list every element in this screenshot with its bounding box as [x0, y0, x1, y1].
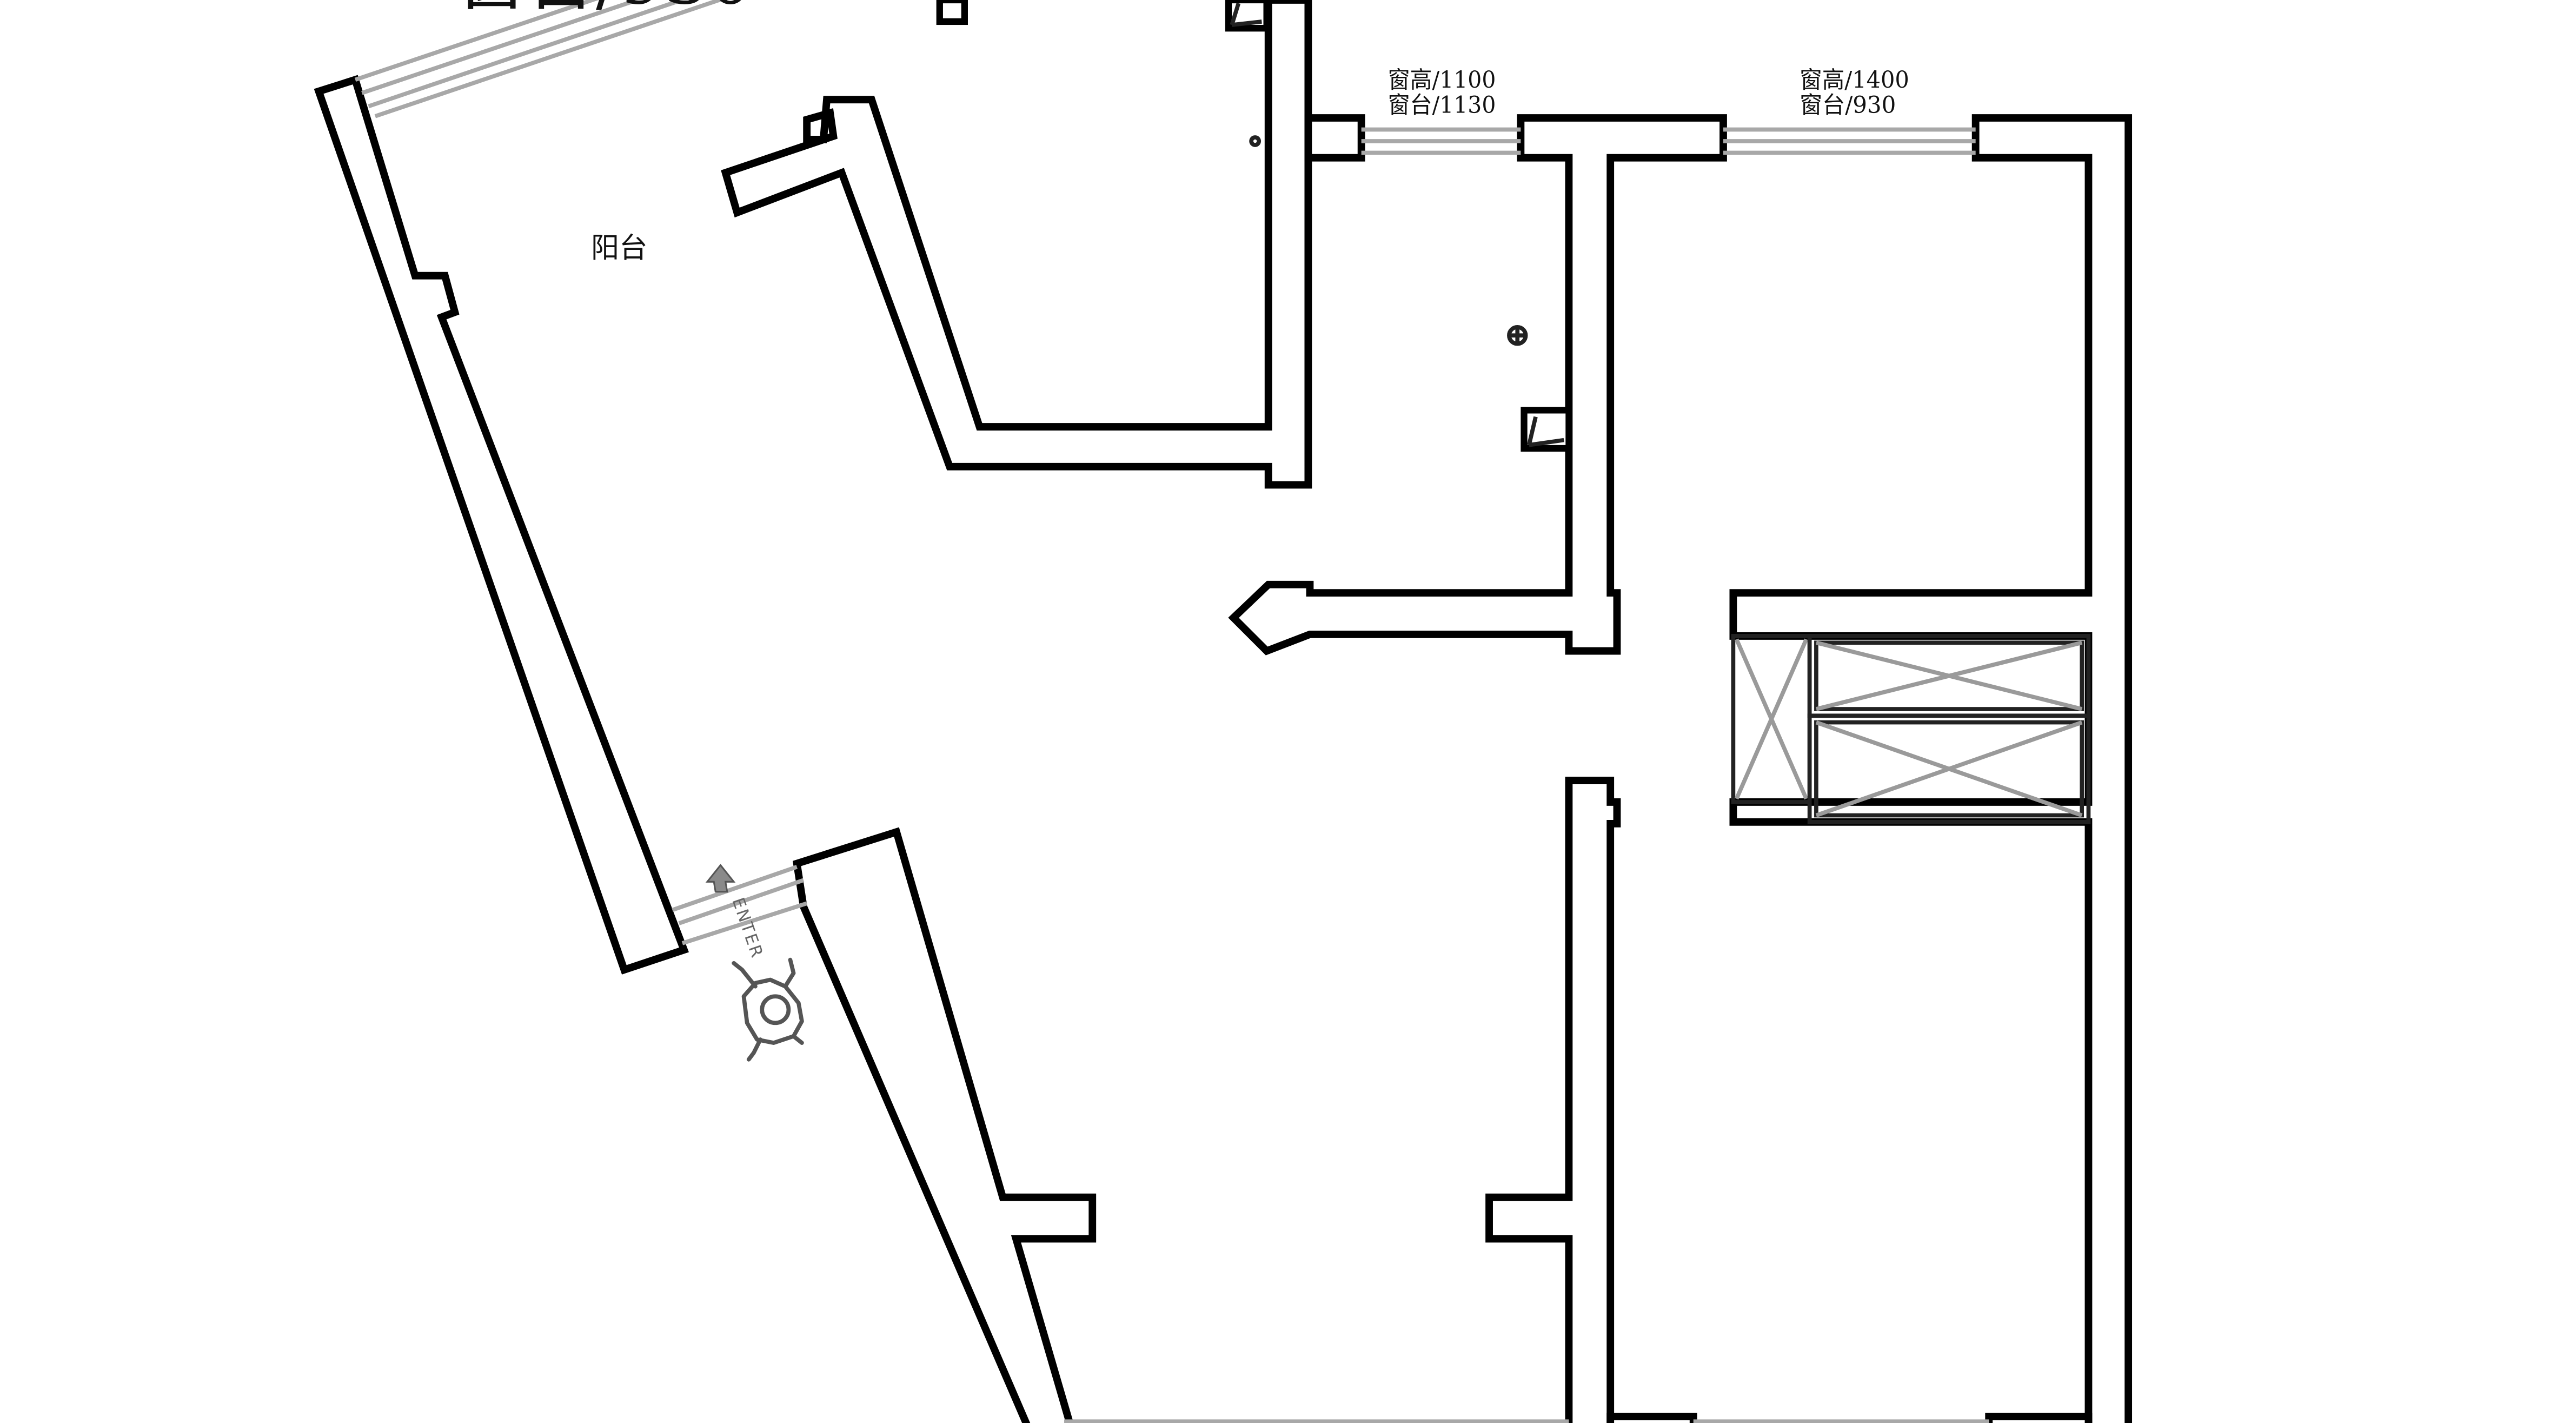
- south-wall-bedroom-right-end: [1985, 1413, 2093, 1423]
- window-sill-note-middle: 窗台/1130: [1388, 92, 1496, 119]
- wardrobe: [1731, 634, 2091, 824]
- pipe-shaft: [1521, 407, 1572, 452]
- entry-corridor-east-wall: [793, 827, 1097, 1423]
- column-stub: [936, 0, 968, 25]
- entry-door-opening: [672, 865, 808, 945]
- outlet-dot: [1249, 135, 1262, 147]
- north-wall-left-segment: [1304, 114, 1365, 162]
- window-middle: [1361, 127, 1521, 155]
- entry-arrow-icon: [705, 864, 736, 893]
- balcony-west-wall: [314, 75, 689, 975]
- window-right: [1723, 127, 1976, 155]
- window-south-right: [1693, 1419, 1989, 1423]
- north-wall-middle-segment: [1228, 114, 1727, 656]
- balcony-inner-wall: [721, 0, 1312, 489]
- window-sill-note-top-left: 窗台/930: [456, 0, 752, 20]
- window-height-note-right: 窗高/1400: [1800, 67, 1909, 94]
- window-sill-note-right: 窗台/930: [1800, 92, 1896, 119]
- bedroom-divider-wall: [1485, 777, 1621, 1423]
- window-south-left: [1064, 1419, 1569, 1423]
- window-height-note-middle: 窗高/1100: [1388, 67, 1496, 94]
- balcony-window: [354, 0, 726, 118]
- south-wall-bedroom-right: [1606, 1413, 1697, 1423]
- person-walking-icon: [732, 957, 804, 1062]
- drain-icon-cross: [1509, 327, 1526, 344]
- floor-plan-drawing: 窗台/930 窗高/1100 窗台/1130 窗高/1400 窗台/930 阳台…: [314, 0, 2133, 1423]
- shaft-top-detail: [1230, 3, 1262, 27]
- balcony-label: 阳台: [591, 232, 647, 264]
